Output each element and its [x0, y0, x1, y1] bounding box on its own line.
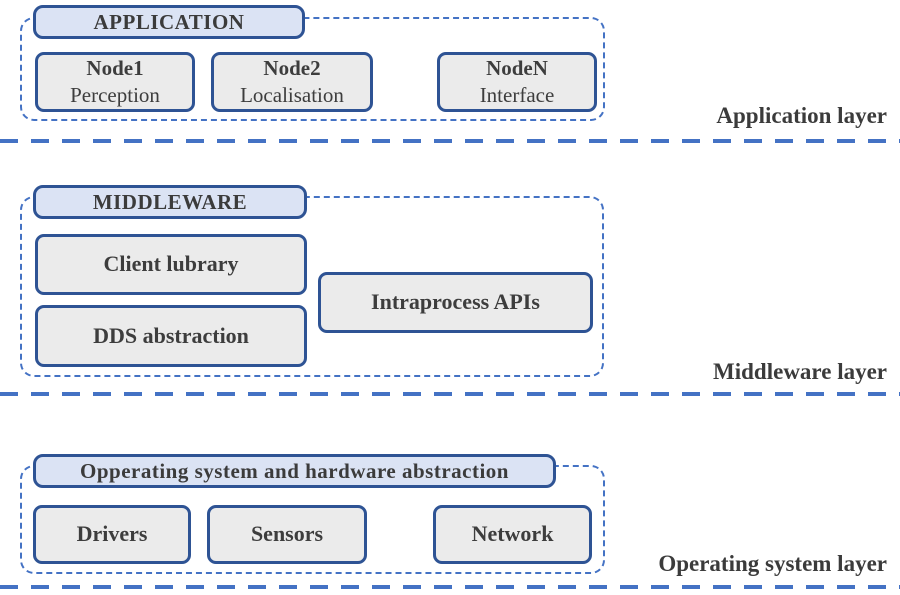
application-layer-group-outline	[20, 17, 605, 121]
dds-abstraction-box: DDS abstraction	[35, 305, 307, 367]
intraprocess-apis-title: Intraprocess APIs	[371, 289, 540, 315]
application-layer-label: Application layer	[716, 103, 887, 128]
node1-subtitle: Perception	[70, 83, 160, 107]
sensors-title: Sensors	[250, 521, 324, 547]
node1-perception-box: Node1 Perception	[35, 52, 195, 112]
middleware-header-box: MIDDLEWARE	[33, 185, 307, 219]
application-layer-divider	[0, 139, 900, 143]
middleware-layer-label: Middleware layer	[713, 359, 887, 384]
client-library-box: Client lubrary	[35, 234, 307, 295]
node2-title: Node2	[263, 56, 321, 81]
network-title: Network	[471, 521, 554, 547]
dds-abstraction-title: DDS abstraction	[93, 322, 249, 348]
client-library-title: Client lubrary	[103, 251, 239, 277]
node2-subtitle: Localisation	[240, 83, 344, 107]
network-box: Network	[433, 505, 592, 564]
os-layer-divider	[0, 585, 900, 589]
application-header-label: APPLICATION	[93, 9, 245, 34]
noden-title: NodeN	[486, 56, 548, 81]
application-header-box: APPLICATION	[33, 5, 305, 39]
os-header-box: Opperating system and hardware abstracti…	[33, 454, 556, 488]
drivers-title: Drivers	[76, 521, 148, 547]
noden-interface-box: NodeN Interface	[437, 52, 597, 112]
middleware-layer-group-outline	[20, 196, 604, 377]
node1-title: Node1	[86, 56, 144, 81]
node2-localisation-box: Node2 Localisation	[211, 52, 373, 112]
sensors-box: Sensors	[207, 505, 367, 564]
middleware-header-label: MIDDLEWARE	[92, 189, 248, 214]
middleware-layer-divider	[0, 392, 900, 396]
drivers-box: Drivers	[33, 505, 191, 564]
os-layer-label: Operating system layer	[658, 551, 887, 576]
intraprocess-apis-box: Intraprocess APIs	[318, 272, 593, 333]
os-header-label: Opperating system and hardware abstracti…	[80, 458, 509, 483]
noden-subtitle: Interface	[479, 83, 555, 107]
